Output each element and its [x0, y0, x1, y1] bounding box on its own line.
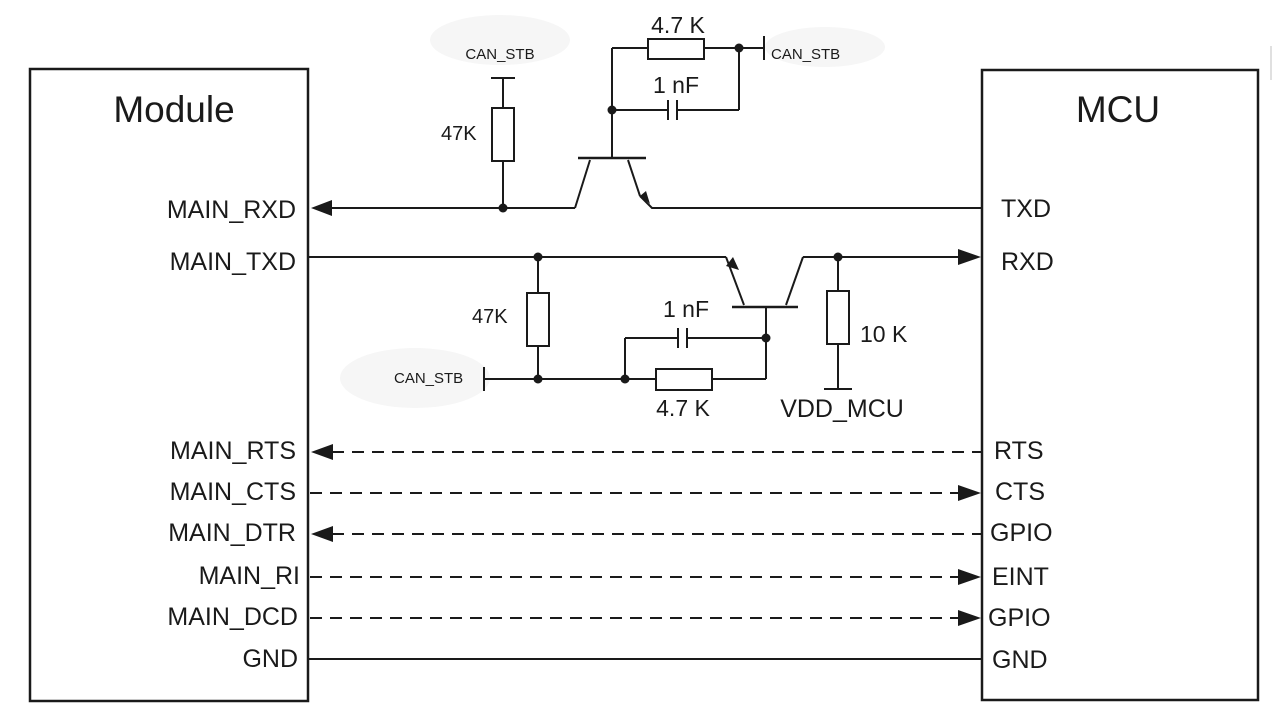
pulldown-resistor	[826, 290, 850, 345]
module-box	[28, 67, 310, 703]
module-pin-dtr: MAIN_DTR	[168, 519, 296, 547]
label-shadow	[765, 27, 885, 67]
module-pin-txd: MAIN_TXD	[170, 248, 296, 276]
module-title: Module	[113, 89, 234, 130]
emitter-leg	[725, 256, 745, 306]
module-pin-rxd: MAIN_RXD	[167, 196, 296, 224]
mcu-pin-rts: RTS	[994, 437, 1044, 465]
feedback-resistor	[647, 38, 705, 60]
module-pin-ri: MAIN_RI	[199, 562, 300, 590]
mcu-rxd-arrow	[958, 249, 981, 265]
top-level-shifter: CAN_STB 47K 4.7 K 1 nF CAN_STB	[311, 12, 982, 216]
mcu-block: MCU	[980, 68, 1260, 702]
mcu-title: MCU	[1076, 89, 1160, 130]
vdd-label: VDD_MCU	[780, 395, 904, 423]
pullup-value-label: 47K	[441, 123, 477, 145]
module-pin-dcd: MAIN_DCD	[167, 603, 298, 631]
emitter-arrow	[640, 191, 650, 204]
rts-arrow	[311, 444, 333, 460]
cts-arrow	[958, 485, 981, 501]
dcd-arrow	[958, 610, 981, 626]
cap-label: 1 nF	[663, 296, 709, 322]
mcu-pin-eint: EINT	[992, 563, 1049, 591]
collector-leg	[785, 256, 804, 306]
collector-leg	[574, 159, 591, 209]
pullup-resistor	[526, 292, 550, 347]
bottom-level-shifter: 47K CAN_STB 4.7 K 1 nF 10 K VDD_MCU	[308, 249, 981, 423]
pulldown-value-label: 10 K	[860, 321, 908, 347]
module-pin-rts: MAIN_RTS	[170, 437, 296, 465]
pullup-supply-label: CAN_STB	[465, 46, 534, 63]
ri-arrow	[958, 569, 981, 585]
base-supply-label: CAN_STB	[771, 46, 840, 63]
pullup-value-label: 47K	[472, 306, 508, 328]
pullup-resistor	[491, 107, 515, 162]
feedback-cap-label: 1 nF	[653, 72, 699, 98]
mcu-pin-txd: TXD	[1001, 195, 1051, 223]
emitter-leg	[627, 159, 641, 197]
mcu-pin-rxd: RXD	[1001, 248, 1054, 276]
label-shadow	[430, 15, 570, 65]
txd-wire	[639, 195, 982, 209]
mcu-pin-gpio-2: GPIO	[988, 604, 1051, 632]
base-resistor-label: 4.7 K	[656, 395, 710, 421]
junction-dot	[607, 105, 617, 115]
mcu-box	[980, 68, 1260, 702]
mcu-pin-gpio-1: GPIO	[990, 519, 1053, 547]
supply-label: CAN_STB	[394, 370, 463, 387]
feedback-resistor-label: 4.7 K	[651, 12, 705, 38]
module-pin-cts: MAIN_CTS	[170, 478, 296, 506]
base-resistor	[655, 368, 713, 391]
main-rxd-arrow	[311, 200, 332, 216]
dtr-arrow	[311, 526, 333, 542]
mcu-pin-cts: CTS	[995, 478, 1045, 506]
junction-dot	[533, 374, 543, 384]
label-shadow	[340, 348, 490, 408]
module-pin-gnd: GND	[242, 645, 298, 673]
module-block: Module	[28, 67, 310, 703]
handshake-lines	[308, 444, 982, 660]
mcu-pin-gnd: GND	[992, 646, 1048, 674]
